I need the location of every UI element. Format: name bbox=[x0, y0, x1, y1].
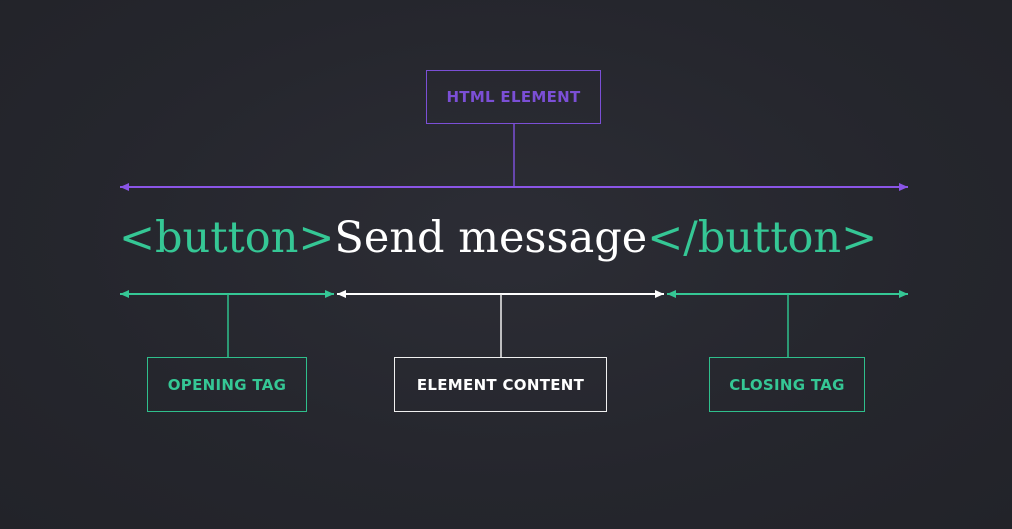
element-content-label: ELEMENT CONTENT bbox=[416, 375, 585, 394]
closing-tag-label: CLOSING TAG bbox=[729, 375, 845, 394]
element-content-label-box: ELEMENT CONTENT bbox=[394, 357, 607, 412]
code-example: <button>Send message</button> bbox=[119, 213, 877, 273]
opening-tag-label: OPENING TAG bbox=[167, 375, 287, 394]
opening-tag-code: <button> bbox=[119, 213, 335, 263]
closing-tag-label-box: CLOSING TAG bbox=[709, 357, 865, 412]
opening-tag-label-box: OPENING TAG bbox=[147, 357, 307, 412]
html-element-label: HTML ELEMENT bbox=[446, 88, 581, 106]
closing-tag-code: </button> bbox=[647, 213, 878, 263]
html-element-label-box: HTML ELEMENT bbox=[426, 70, 601, 124]
element-content-code: Send message bbox=[334, 213, 648, 263]
